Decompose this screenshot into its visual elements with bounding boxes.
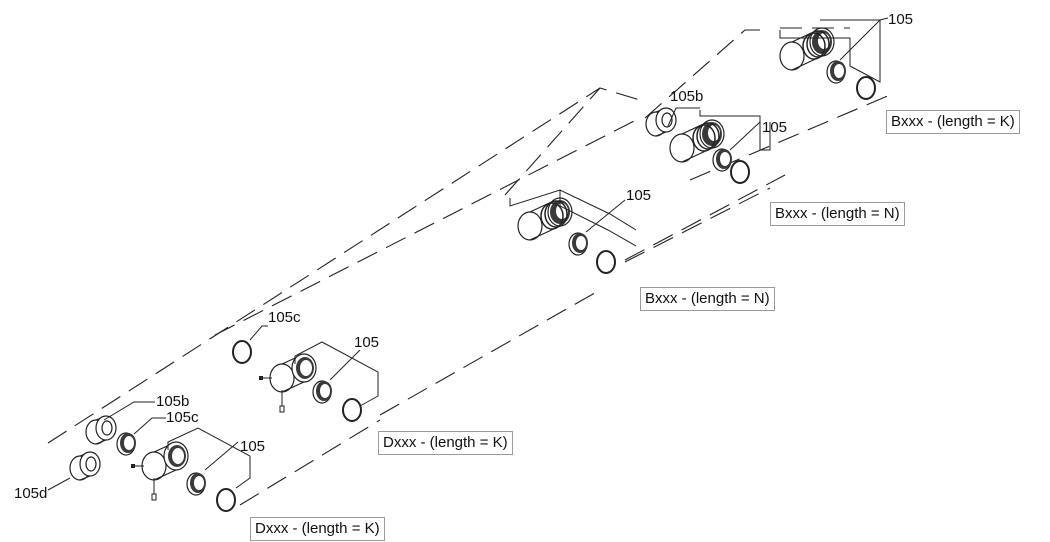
assembly-bottom-left (69, 401, 251, 512)
assembly-top-right (779, 17, 889, 100)
ref-105b-top: 105b (670, 88, 703, 105)
label-box-dxxx-k-upper: Dxxx - (length = K) (378, 431, 513, 455)
label-box-bxxx-k: Bxxx - (length = K) (886, 110, 1020, 134)
assembly-upper-middle (645, 107, 771, 184)
ref-105-lower-upper: 105 (354, 334, 379, 351)
ref-105-upper-middle: 105 (762, 119, 787, 136)
ref-105-lower: 105 (240, 438, 265, 455)
ref-105b-lower: 105b (156, 393, 189, 410)
assembly-middle (509, 189, 637, 274)
label-box-bxxx-n-lower: Bxxx - (length = N) (640, 287, 775, 311)
ref-105d: 105d (14, 485, 47, 502)
ref-105c-lower: 105c (166, 409, 199, 426)
label-box-dxxx-k-lower: Dxxx - (length = K) (250, 517, 385, 541)
assembly-lower-upper (232, 325, 379, 422)
ref-105c-upper: 105c (268, 309, 301, 326)
ref-105-top: 105 (888, 11, 913, 28)
label-box-bxxx-n-upper: Bxxx - (length = N) (770, 202, 905, 226)
ref-105-middle: 105 (626, 187, 651, 204)
